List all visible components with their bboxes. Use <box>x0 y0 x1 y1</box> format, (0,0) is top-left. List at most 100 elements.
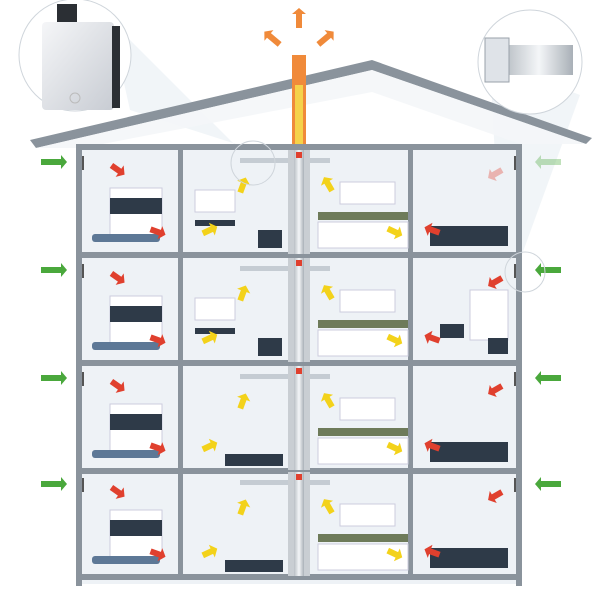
tv <box>440 324 464 338</box>
cabinet <box>225 454 283 466</box>
duct-connector <box>296 368 302 374</box>
floor-slab <box>76 360 522 366</box>
exhaust-arrows <box>264 8 334 47</box>
extract-air-arrow-icon <box>109 162 125 177</box>
transfer-air-arrow-icon <box>201 330 218 345</box>
extract-air-arrow-icon <box>424 438 441 452</box>
room-wall <box>178 258 183 362</box>
exhaust-duct <box>294 150 304 254</box>
ventilation-unit-icon <box>42 22 114 110</box>
extract-air-arrow-icon <box>149 548 166 562</box>
cabinet <box>225 560 283 572</box>
extract-air-arrow-icon <box>488 275 504 290</box>
extract-air-arrow-icon <box>149 442 166 456</box>
kitchen-lower-cabinets <box>317 543 409 571</box>
transfer-air-arrow-icon <box>320 285 335 301</box>
extract-air-arrow-icon <box>424 222 441 236</box>
kitchen-counter <box>318 534 408 542</box>
exhaust-arrow-icon <box>264 30 282 47</box>
outer-wall-right <box>516 146 522 586</box>
kitchen-lower-cabinets <box>317 221 409 249</box>
branch-duct <box>310 266 330 271</box>
exhaust-chimney <box>292 55 306 150</box>
transfer-air-arrow-icon <box>320 499 335 515</box>
kitchen-upper-cabinets <box>339 289 396 313</box>
floor-slab <box>76 252 522 258</box>
vanity <box>195 220 235 226</box>
sofa <box>430 548 508 568</box>
branch-duct <box>240 480 288 485</box>
wardrobe-panel <box>110 414 162 430</box>
exhaust-duct <box>294 472 304 576</box>
fresh-air-arrow-icon <box>535 371 561 385</box>
extract-air-arrow-icon <box>424 330 441 344</box>
bed <box>92 234 160 242</box>
floor-1 <box>41 472 561 580</box>
room-wall <box>408 150 413 254</box>
kitchen-counter <box>318 428 408 436</box>
transfer-air-arrow-icon <box>237 499 251 516</box>
roof <box>30 60 592 148</box>
branch-duct <box>240 266 288 271</box>
branch-duct <box>310 374 330 379</box>
bed <box>92 450 160 458</box>
floor-slab <box>76 468 522 474</box>
room-wall <box>178 150 183 254</box>
vanity <box>195 328 235 334</box>
top-ceiling <box>76 144 522 150</box>
transfer-air-arrow-icon <box>201 438 218 453</box>
wall-valve-duct-icon <box>505 45 573 75</box>
extract-air-arrow-icon <box>488 383 504 398</box>
outer-wall-left <box>76 146 82 586</box>
transfer-air-arrow-icon <box>201 544 218 559</box>
duct-connector <box>296 152 302 158</box>
transfer-air-arrow-icon <box>320 393 335 409</box>
floor-3 <box>41 258 561 366</box>
extract-air-arrow-icon <box>109 270 125 285</box>
fresh-air-arrow-icon <box>535 477 561 491</box>
fresh-air-arrow-icon <box>41 263 67 277</box>
transfer-air-arrow-icon <box>386 333 403 348</box>
detail-marker <box>230 140 276 186</box>
kitchen-counter <box>318 320 408 328</box>
transfer-air-arrow-icon <box>320 177 335 193</box>
fresh-air-arrow-icon <box>535 263 561 277</box>
branch-duct <box>310 158 330 163</box>
floor-slab <box>76 574 522 580</box>
kitchen-upper-cabinets <box>339 503 396 527</box>
branch-duct <box>310 480 330 485</box>
exhaust-arrow-icon <box>316 30 334 47</box>
transfer-air-arrow-icon <box>237 285 251 302</box>
mirror <box>194 189 236 213</box>
cabinet <box>258 230 282 248</box>
kitchen-upper-cabinets <box>339 397 396 421</box>
duct-connector <box>296 260 302 266</box>
extract-air-arrow-icon <box>424 544 441 558</box>
exhaust-arrow-icon <box>292 8 306 28</box>
transfer-air-arrow-icon <box>201 222 218 237</box>
transfer-air-arrow-icon <box>386 441 403 456</box>
wardrobe-panel <box>110 198 162 214</box>
branch-duct <box>240 374 288 379</box>
detail-marker <box>504 251 546 293</box>
sofa <box>430 226 508 246</box>
transfer-air-arrow-icon <box>386 547 403 562</box>
bed <box>92 342 160 350</box>
shelf <box>469 289 509 341</box>
extract-air-arrow-icon <box>488 489 504 504</box>
room-wall <box>178 366 183 470</box>
extract-air-arrow-icon <box>488 167 504 182</box>
unit-duct-collar <box>57 4 77 24</box>
room-wall <box>408 472 413 576</box>
extract-air-arrow-icon <box>149 226 166 240</box>
extract-air-arrow-icon <box>109 378 125 393</box>
wardrobe-panel <box>110 306 162 322</box>
armchair <box>488 338 508 354</box>
fresh-air-arrow-icon <box>41 371 67 385</box>
floor-2 <box>41 366 561 474</box>
ventilation-unit-callout <box>18 0 132 112</box>
duct-connector <box>296 474 302 480</box>
extract-air-arrow-icon <box>109 484 125 499</box>
sofa <box>430 442 508 462</box>
